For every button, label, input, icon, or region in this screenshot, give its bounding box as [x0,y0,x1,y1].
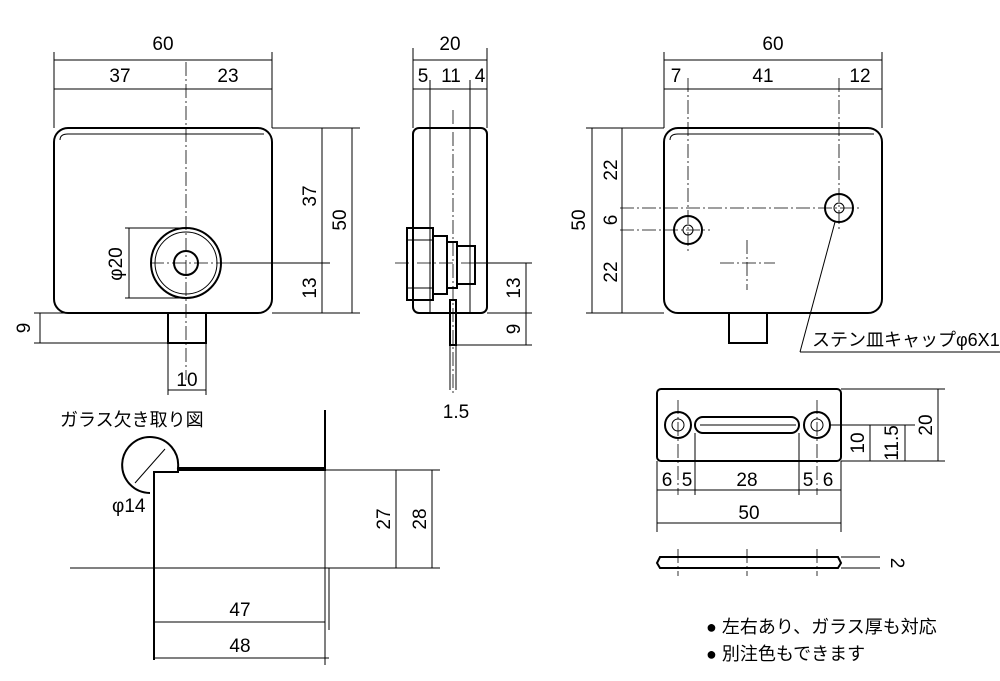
front-pin [167,312,207,344]
front-height-lower: 13 [300,277,321,298]
plate-edge-view [655,556,843,569]
glass-width-a: 47 [229,600,250,621]
back-height-top: 22 [601,159,622,180]
back-seg-b: 41 [752,66,773,87]
glass-width-b: 48 [229,636,250,657]
front-pin-length: 9 [14,323,35,334]
side-plate [449,299,457,346]
side-plate-thickness: 1.5 [443,402,469,423]
front-knob-diameter: φ20 [106,247,127,280]
side-knob [406,227,434,301]
plate-height-b: 11.5 [882,425,903,461]
back-seg-c: 12 [849,66,870,87]
side-width-total: 20 [439,34,460,55]
front-width-left: 37 [109,66,130,87]
back-cap-note: ステン皿キャップφ6X12 [812,330,1000,350]
front-height-upper: 37 [300,185,321,206]
plate-view: 6 5 28 5 6 50 10 11.5 20 2 [655,388,945,576]
back-view: 60 7 41 12 50 22 6 22 ステン皿キャップφ6X12 [569,34,1000,353]
plate-height-a: 10 [848,432,869,453]
plate-seg-2: 5 [682,470,693,491]
back-seg-a: 7 [671,66,682,87]
note-2: ● 別注色もできます [706,644,865,664]
glass-cut-outline [121,436,326,660]
plate-seg-1: 6 [662,470,673,491]
side-height-lower: 13 [504,277,525,298]
side-seg-a: 5 [418,66,429,87]
front-view: 60 37 23 37 50 13 φ20 9 10 [14,34,360,395]
side-view: 20 5 11 4 13 9 1.5 [395,34,532,423]
plate-width-total: 50 [738,503,759,524]
front-pin-width: 10 [176,370,197,391]
glass-height-b: 28 [410,508,431,529]
side-pin-length: 9 [504,324,525,335]
front-body [53,127,273,314]
plate-slot [694,416,800,434]
back-width-total: 60 [762,34,783,55]
side-seg-c: 4 [475,66,486,87]
plate-seg-4: 5 [803,470,814,491]
notes: ● 左右あり、ガラス厚も対応 ● 別注色もできます [706,617,937,664]
glass-cut-view: ガラス欠き取り図 φ14 27 28 47 48 [60,410,440,665]
note-1: ● 左右あり、ガラス厚も対応 [706,617,937,637]
plate-thickness: 2 [886,558,907,569]
side-seg-b: 11 [441,66,461,87]
plate-seg-5: 6 [823,470,834,491]
front-width-total: 60 [152,34,173,55]
glass-height-a: 27 [374,508,395,529]
front-width-right: 23 [217,66,238,87]
glass-hole-diameter: φ14 [112,496,146,517]
back-height-total: 50 [569,209,590,230]
back-pin [728,312,768,344]
plate-seg-3: 28 [736,470,757,491]
side-body [412,127,488,314]
back-body [663,127,883,314]
glass-cut-title: ガラス欠き取り図 [60,410,204,430]
back-height-bottom: 22 [601,261,622,282]
plate-height-c: 20 [916,414,937,435]
back-height-mid: 6 [601,215,622,226]
front-height-total: 50 [330,209,351,230]
